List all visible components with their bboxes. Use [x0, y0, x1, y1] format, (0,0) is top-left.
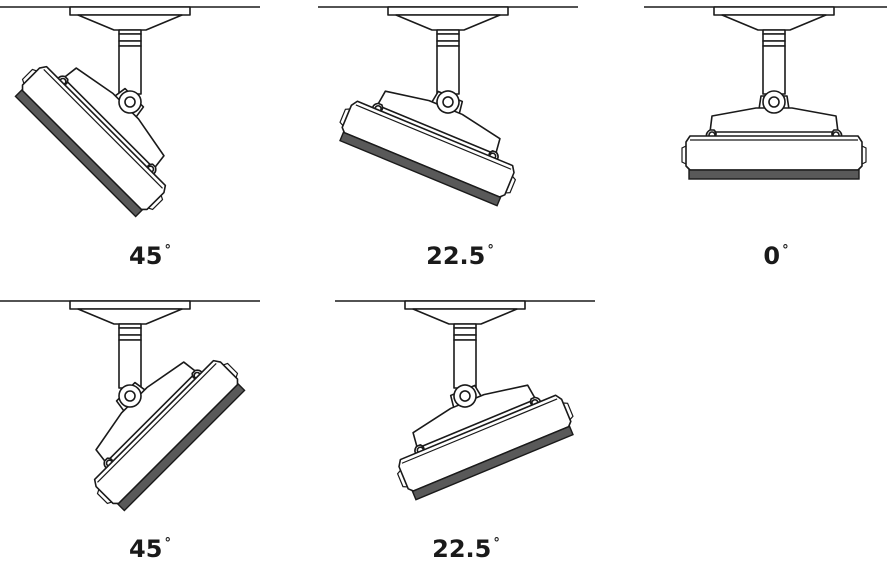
tilt-label-3: 0°	[763, 242, 788, 270]
fixture-22-5-right: 22.5°	[334, 300, 596, 563]
tilt-label-4: 45°	[129, 535, 171, 563]
fixture-45-right: 45°	[0, 300, 261, 563]
fixture-22-5-left: 22.5°	[317, 6, 579, 270]
tilt-label-1: 45°	[129, 242, 171, 270]
fixture-45-left: 45°	[0, 6, 261, 270]
tilt-label-2: 22.5°	[426, 242, 494, 270]
tilt-label-5: 22.5°	[432, 535, 500, 563]
fixture-0: 0°	[643, 6, 887, 270]
